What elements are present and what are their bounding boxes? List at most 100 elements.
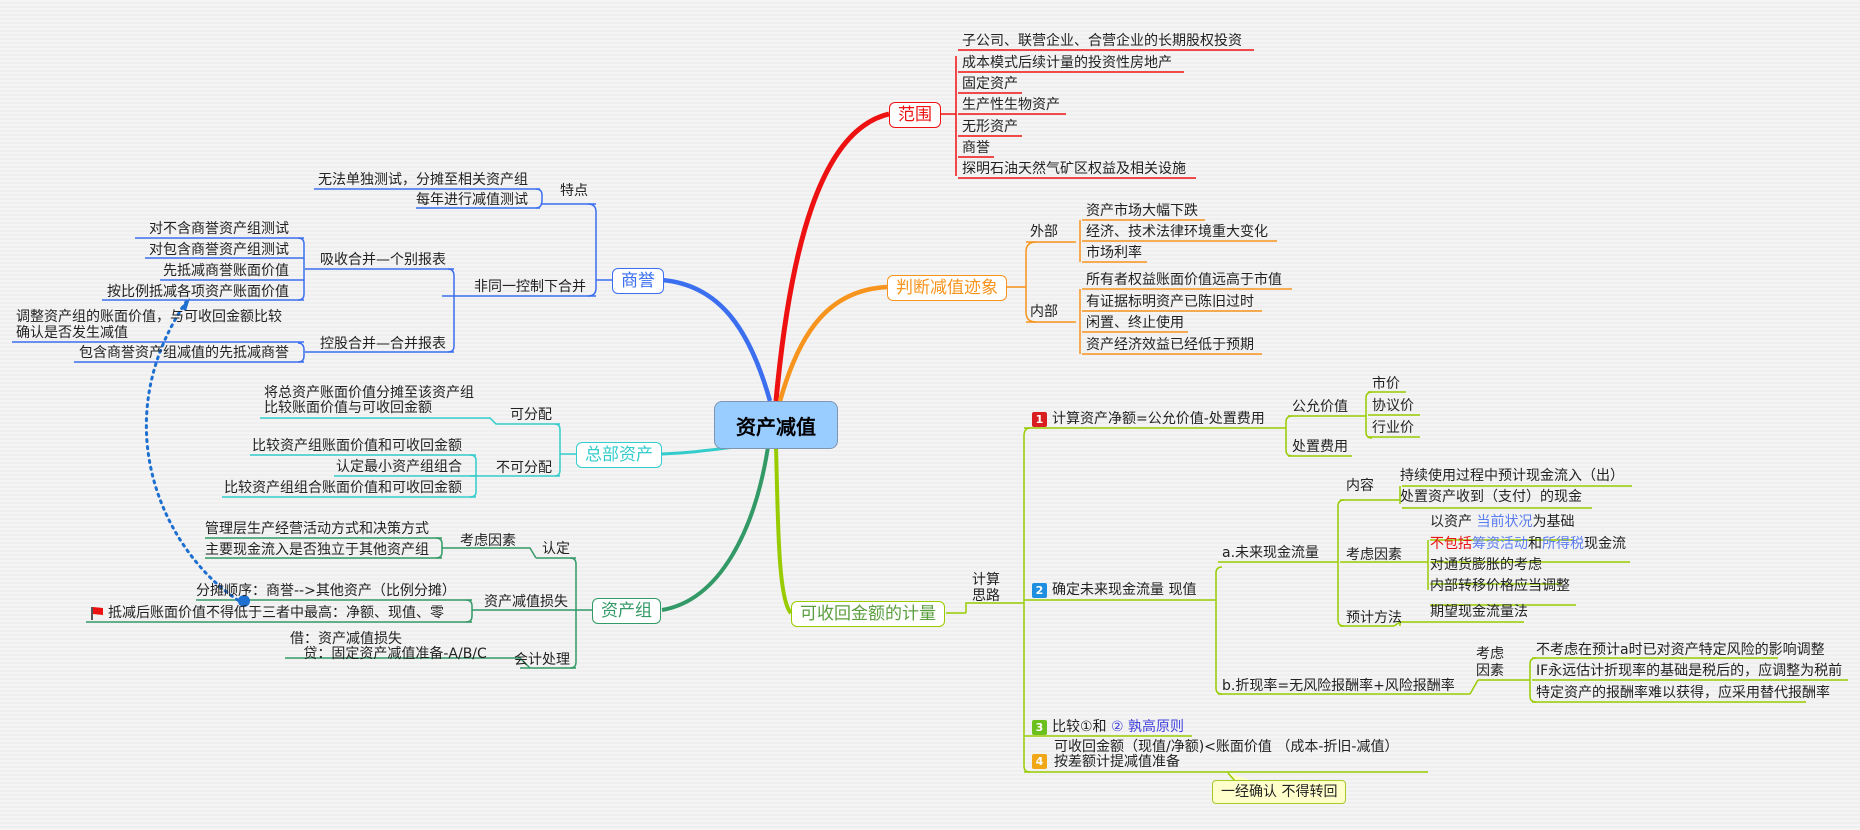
factor-highlight: 所得税 bbox=[1542, 536, 1584, 552]
approach-label[interactable]: 计算 思路 bbox=[972, 572, 1000, 604]
signs-external-item[interactable]: 资产市场大幅下跌 bbox=[1086, 203, 1198, 219]
scope-item[interactable]: 成本模式后续计量的投资性房地产 bbox=[962, 55, 1172, 71]
non-allocable-item[interactable]: 比较资产组账面价值和可收回金额 bbox=[252, 438, 462, 454]
central-topic[interactable]: 资产减值 bbox=[714, 401, 838, 449]
future-cash-flow-label[interactable]: a.未来现金流量 bbox=[1222, 545, 1320, 561]
non-allocable-item[interactable]: 比较资产组组合账面价值和可收回金额 bbox=[224, 480, 462, 496]
branch-line-goodwill bbox=[661, 277, 773, 402]
branch-line-scope bbox=[773, 111, 890, 402]
step3-highlight: ② 孰高原则 bbox=[1111, 719, 1185, 735]
non-allocable-item[interactable]: 认定最小资产组组合 bbox=[336, 459, 462, 475]
step2-label: 确定未来现金流量 现值 bbox=[1052, 582, 1197, 598]
branch-line-recoverable bbox=[774, 446, 793, 615]
identify-label[interactable]: 认定 bbox=[542, 541, 570, 557]
allocable-label[interactable]: 可分配 bbox=[510, 407, 552, 423]
scope-item[interactable]: 探明石油天然气矿区权益及相关设施 bbox=[962, 161, 1186, 177]
factor-item[interactable]: 以资产 当前状况为基础 bbox=[1430, 513, 1574, 531]
absorption-item[interactable]: 对不含商誉资产组测试 bbox=[149, 221, 289, 237]
absorption-item[interactable]: 对包含商誉资产组测试 bbox=[149, 242, 289, 258]
factor-text: 以资产 bbox=[1430, 514, 1477, 530]
scope-item[interactable]: 无形资产 bbox=[962, 119, 1018, 135]
scope-item[interactable]: 子公司、联营企业、合营企业的长期股权投资 bbox=[962, 33, 1242, 49]
signs-external-item[interactable]: 经济、技术法律环境重大变化 bbox=[1086, 224, 1268, 240]
accounting-entry[interactable]: 借：资产减值损失 贷：固定资产减值准备-A/B/C bbox=[290, 631, 487, 662]
step4-line2: 按差额计提减值准备 bbox=[1054, 754, 1180, 770]
holding-item[interactable]: 调整资产组的账面价值，与可收回金额比较 确认是否发生减值 bbox=[16, 309, 282, 341]
non-allocable-label[interactable]: 不可分配 bbox=[496, 460, 552, 476]
discount-item[interactable]: IF永远估计折现率的基础是税后的，应调整为税前 bbox=[1536, 663, 1843, 679]
scope-item[interactable]: 商誉 bbox=[962, 140, 990, 156]
factor-item[interactable]: 对通货膨胀的考虑 bbox=[1430, 557, 1542, 573]
impairment-loss-item[interactable]: 抵减后账面价值不得低于三者中最高：净额、现值、零 bbox=[90, 604, 444, 622]
number-1-icon: 1 bbox=[1032, 411, 1047, 427]
goodwill-features-label[interactable]: 特点 bbox=[560, 183, 588, 199]
step4[interactable]: 4 可收回金额（现值/净额)<账面价值 （成本-折旧-减值） 按差额计提减值准备 bbox=[1032, 740, 1398, 770]
fair-value-item[interactable]: 市价 bbox=[1372, 376, 1400, 392]
step2[interactable]: 2 确定未来现金流量 现值 bbox=[1032, 581, 1196, 599]
topic-goodwill[interactable]: 商誉 bbox=[612, 268, 664, 294]
absorption-item[interactable]: 先抵减商誉账面价值 bbox=[163, 263, 289, 279]
holding-item[interactable]: 包含商誉资产组减值的先抵减商誉 bbox=[79, 345, 289, 361]
holding-merger-label[interactable]: 控股合并—合并报表 bbox=[320, 336, 446, 352]
callout-no-reversal[interactable]: 一经确认 不得转回 bbox=[1212, 780, 1347, 804]
central-topic-label: 资产减值 bbox=[736, 414, 816, 439]
discount-factors-label[interactable]: 考虑 因素 bbox=[1476, 646, 1504, 679]
signs-internal-item[interactable]: 有证据标明资产已陈旧过时 bbox=[1086, 294, 1254, 310]
scope-item[interactable]: 固定资产 bbox=[962, 76, 1018, 92]
step1-label: 计算资产净额=公允价值-处置费用 bbox=[1052, 411, 1265, 427]
identify-factors-label[interactable]: 考虑因素 bbox=[460, 533, 516, 549]
signs-internal-item[interactable]: 闲置、终止使用 bbox=[1086, 315, 1184, 331]
step3[interactable]: 3 比较①和 ② 孰高原则 bbox=[1032, 718, 1184, 736]
scope-item[interactable]: 生产性生物资产 bbox=[962, 97, 1060, 113]
allocable-item[interactable]: 将总资产账面价值分摊至该资产组 比较账面价值与可收回金额 bbox=[264, 385, 474, 416]
factor-text: 为基础 bbox=[1532, 514, 1575, 530]
fair-value-item[interactable]: 协议价 bbox=[1372, 398, 1414, 414]
signs-external-item[interactable]: 市场利率 bbox=[1086, 245, 1142, 261]
step1[interactable]: 1 计算资产净额=公允价值-处置费用 bbox=[1032, 410, 1265, 428]
factor-text: 现金流 bbox=[1584, 536, 1626, 552]
identify-item[interactable]: 管理层生产经营活动方式和决策方式 bbox=[205, 521, 429, 537]
impairment-loss-label[interactable]: 资产减值损失 bbox=[484, 594, 568, 610]
number-3-icon: 3 bbox=[1032, 719, 1047, 735]
number-2-icon: 2 bbox=[1032, 582, 1047, 598]
relation-arrowhead bbox=[180, 298, 190, 311]
signs-internal-item[interactable]: 所有者权益账面价值远高于市值 bbox=[1086, 272, 1282, 288]
fair-value-item[interactable]: 行业价 bbox=[1372, 420, 1414, 436]
method-item[interactable]: 期望现金流量法 bbox=[1430, 604, 1528, 620]
discount-item[interactable]: 特定资产的报酬率难以获得，应采用替代报酬率 bbox=[1536, 685, 1830, 701]
topic-scope[interactable]: 范围 bbox=[889, 102, 941, 128]
impairment-loss-text: 抵减后账面价值不得低于三者中最高：净额、现值、零 bbox=[108, 605, 444, 621]
goodwill-feature-item[interactable]: 每年进行减值测试 bbox=[416, 192, 528, 208]
branch-line-signs bbox=[777, 284, 888, 402]
content-label[interactable]: 内容 bbox=[1346, 478, 1374, 494]
signs-external-label[interactable]: 外部 bbox=[1030, 224, 1058, 240]
signs-internal-label[interactable]: 内部 bbox=[1030, 304, 1058, 320]
topic-asset-group[interactable]: 资产组 bbox=[592, 598, 661, 624]
factors-label[interactable]: 考虑因素 bbox=[1346, 547, 1402, 563]
factor-item[interactable]: 内部转移价格应当调整 bbox=[1430, 578, 1570, 594]
absorption-merger-label[interactable]: 吸收合并—个别报表 bbox=[320, 252, 446, 268]
step3-text: 比较①和 bbox=[1052, 719, 1112, 735]
factor-text: 和 bbox=[1528, 536, 1542, 552]
topic-recoverable-amount[interactable]: 可收回金额的计量 bbox=[791, 601, 945, 627]
goodwill-feature-item[interactable]: 无法单独测试，分摊至相关资产组 bbox=[318, 172, 528, 188]
accounting-label[interactable]: 会计处理 bbox=[514, 652, 570, 668]
factor-item[interactable]: 不包括筹资活动和所得税现金流 bbox=[1430, 535, 1626, 553]
absorption-item[interactable]: 按比例抵减各项资产账面价值 bbox=[107, 284, 289, 300]
content-item[interactable]: 处置资产收到（支付）的现金 bbox=[1400, 489, 1582, 505]
impairment-loss-item[interactable]: 分摊顺序：商誉-->其他资产（比例分摊） bbox=[196, 583, 456, 599]
identify-item[interactable]: 主要现金流入是否独立于其他资产组 bbox=[205, 542, 429, 558]
relation-dotted-arrow bbox=[145, 300, 246, 606]
discount-rate-label[interactable]: b.折现率=无风险报酬率+风险报酬率 bbox=[1222, 678, 1455, 694]
fair-value-label[interactable]: 公允价值 bbox=[1292, 399, 1348, 415]
discount-item[interactable]: 不考虑在预计a时已对资产特定风险的影响调整 bbox=[1536, 642, 1825, 658]
non-common-control-label[interactable]: 非同一控制下合并 bbox=[474, 279, 586, 295]
disposal-cost-label[interactable]: 处置费用 bbox=[1292, 439, 1348, 455]
content-item[interactable]: 持续使用过程中预计现金流入（出） bbox=[1400, 468, 1624, 484]
topic-impairment-signs[interactable]: 判断减值迹象 bbox=[887, 275, 1007, 301]
signs-internal-item[interactable]: 资产经济效益已经低于预期 bbox=[1086, 337, 1254, 353]
red-flag-icon bbox=[91, 607, 103, 620]
topic-hq-assets[interactable]: 总部资产 bbox=[576, 442, 662, 468]
method-label[interactable]: 预计方法 bbox=[1346, 610, 1402, 626]
